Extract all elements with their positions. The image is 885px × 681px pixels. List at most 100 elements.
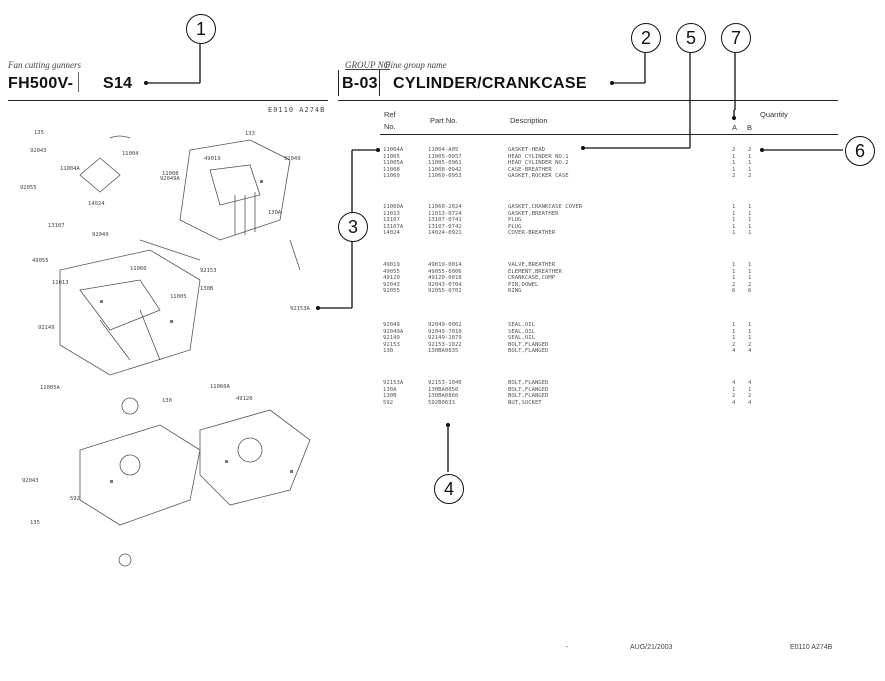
diagram-part-label: 11060	[130, 266, 147, 272]
table-cell-ref: 11060	[383, 173, 400, 180]
crankcase-cover-shape	[79, 424, 201, 526]
table-cell-b: 4	[748, 399, 752, 406]
table-cell-b: 1	[748, 217, 752, 224]
table-cell-part: 49120-0018	[428, 275, 462, 282]
table-cell-a: 6	[732, 288, 736, 295]
table-cell-desc: ELEMENT,BREATHER	[508, 268, 562, 275]
table-cell-part: 11008-0942	[428, 166, 462, 173]
table-cell-b: 1	[748, 230, 752, 237]
table-cell-part: 49055-0006	[428, 268, 462, 275]
oil-seal-shape	[121, 397, 139, 415]
table-cell-ref: 49055	[383, 268, 400, 275]
table-cell-desc: BOLT,FLANGED	[508, 393, 549, 400]
table-cell-desc: BOLT,FLANGED	[508, 348, 549, 355]
table-cell-b: 1	[748, 328, 752, 335]
table-cell-b: 6	[748, 288, 752, 295]
table-cell-desc: RING	[508, 288, 522, 295]
seal-arc-shape	[109, 135, 131, 139]
table-cell-part: 11013-0724	[428, 210, 462, 217]
table-cell-part: 11005-0961	[428, 160, 462, 167]
exploded-diagram	[59, 135, 311, 567]
table-cell-b: 1	[748, 275, 752, 282]
diagram-part-label: 130	[162, 398, 172, 404]
table-cell-a: 1	[732, 322, 736, 328]
table-cell-b: 2	[748, 173, 752, 180]
table-cell-a: 4	[732, 380, 736, 386]
table-cell-part: 92043-0704	[428, 281, 462, 288]
table-cell-part: 11060-2024	[428, 204, 462, 210]
table-cell-part: 13107-0741	[428, 217, 462, 224]
diagram-part-label: 11005A	[40, 385, 60, 391]
table-cell-desc: SEAL,OIL	[508, 322, 535, 328]
diagram-part-label: 49055	[32, 258, 49, 264]
footer-code: E0110 A274B	[790, 644, 833, 651]
table-cell-part: 92149-1079	[428, 335, 462, 342]
group-name-caption: Fine group name	[385, 60, 447, 70]
table-cell-a: 1	[732, 160, 736, 167]
footer-mark: -	[566, 644, 569, 651]
table-cell-ref: 14024	[383, 230, 400, 237]
col-description: Description	[510, 116, 548, 125]
table-cell-ref: 92153	[383, 341, 400, 348]
diagram-part-label: 133	[245, 131, 255, 137]
diagram-part-label: 11013	[52, 280, 69, 286]
table-cell-ref: 11005A	[383, 160, 404, 167]
callout-2: 2	[631, 23, 661, 53]
table-cell-part: 592B0633	[428, 399, 455, 406]
table-cell-desc: GASKET,CRANKCASE COVER	[508, 204, 583, 210]
table-cell-ref: 49120	[383, 275, 400, 282]
group-no-caption: GROUP NO	[345, 60, 391, 70]
table-cell-ref: 92149	[383, 335, 400, 342]
table-cell-part: 49019-0014	[428, 262, 462, 268]
table-cell-desc: SEAL,OIL	[508, 328, 535, 335]
table-cell-b: 1	[748, 386, 752, 393]
table-cell-ref: 92049	[383, 322, 400, 328]
callout-7: 7	[721, 23, 751, 53]
table-cell-b: 2	[748, 147, 752, 153]
table-cell-part: 130BA0835	[428, 348, 459, 355]
table-cell-a: 2	[732, 173, 736, 180]
diagram-part-label: 92153	[200, 268, 217, 274]
table-cell-ref: 92055	[383, 288, 400, 295]
table-cell-a: 1	[732, 223, 736, 230]
table-cell-ref: 130B	[383, 393, 397, 400]
diagram-part-label: 135	[34, 130, 44, 136]
table-cell-ref: 11004A	[383, 147, 404, 153]
gasket-diamond-shape	[79, 157, 121, 193]
col-b: B	[747, 123, 753, 132]
table-cell-a: 1	[732, 153, 736, 160]
footer-date: AUG/21/2003	[630, 644, 673, 651]
table-cell-desc: PIN,DOWEL	[508, 281, 539, 288]
table-cell-ref: 13107	[383, 217, 400, 224]
table-cell-b: 1	[748, 223, 752, 230]
table-cell-a: 2	[732, 341, 736, 348]
table-cell-desc: CASE-BREATHER	[508, 166, 552, 173]
diagram-part-label: 11008	[162, 171, 179, 177]
table-cell-b: 4	[748, 348, 752, 355]
table-cell-desc: GASKET,BREATHER	[508, 210, 559, 217]
table-cell-a: 1	[732, 210, 736, 217]
diagram-part-label: 11004	[122, 151, 139, 157]
table-cell-part: 13107-0742	[428, 223, 462, 230]
col-ref-line1: Ref	[384, 110, 396, 119]
model-suffix: S14	[103, 75, 133, 92]
diagram-part-label: 592	[70, 496, 80, 502]
table-cell-a: 2	[732, 281, 736, 288]
table-cell-a: 4	[732, 399, 736, 406]
table-cell-desc: PLUG	[508, 223, 522, 230]
table-cell-ref: 13107A	[383, 223, 404, 230]
table-cell-ref: 49019	[383, 262, 400, 268]
table-cell-a: 1	[732, 262, 736, 268]
table-cell-a: 2	[732, 147, 736, 153]
table-cell-ref: 92043	[383, 281, 400, 288]
table-cell-ref: 11008	[383, 166, 400, 173]
table-cell-a: 1	[732, 386, 736, 393]
callout-5: 5	[676, 23, 706, 53]
diagram-part-label: 92149	[38, 325, 55, 331]
col-ref-line2: No.	[384, 122, 396, 131]
diagram-part-label: 11060A	[210, 384, 230, 390]
callout-4: 4	[434, 474, 464, 504]
table-cell-desc: HEAD CYLINDER NO.1	[508, 153, 569, 160]
model-caption: Fan cutting gunners	[8, 60, 81, 70]
table-cell-b: 1	[748, 335, 752, 342]
